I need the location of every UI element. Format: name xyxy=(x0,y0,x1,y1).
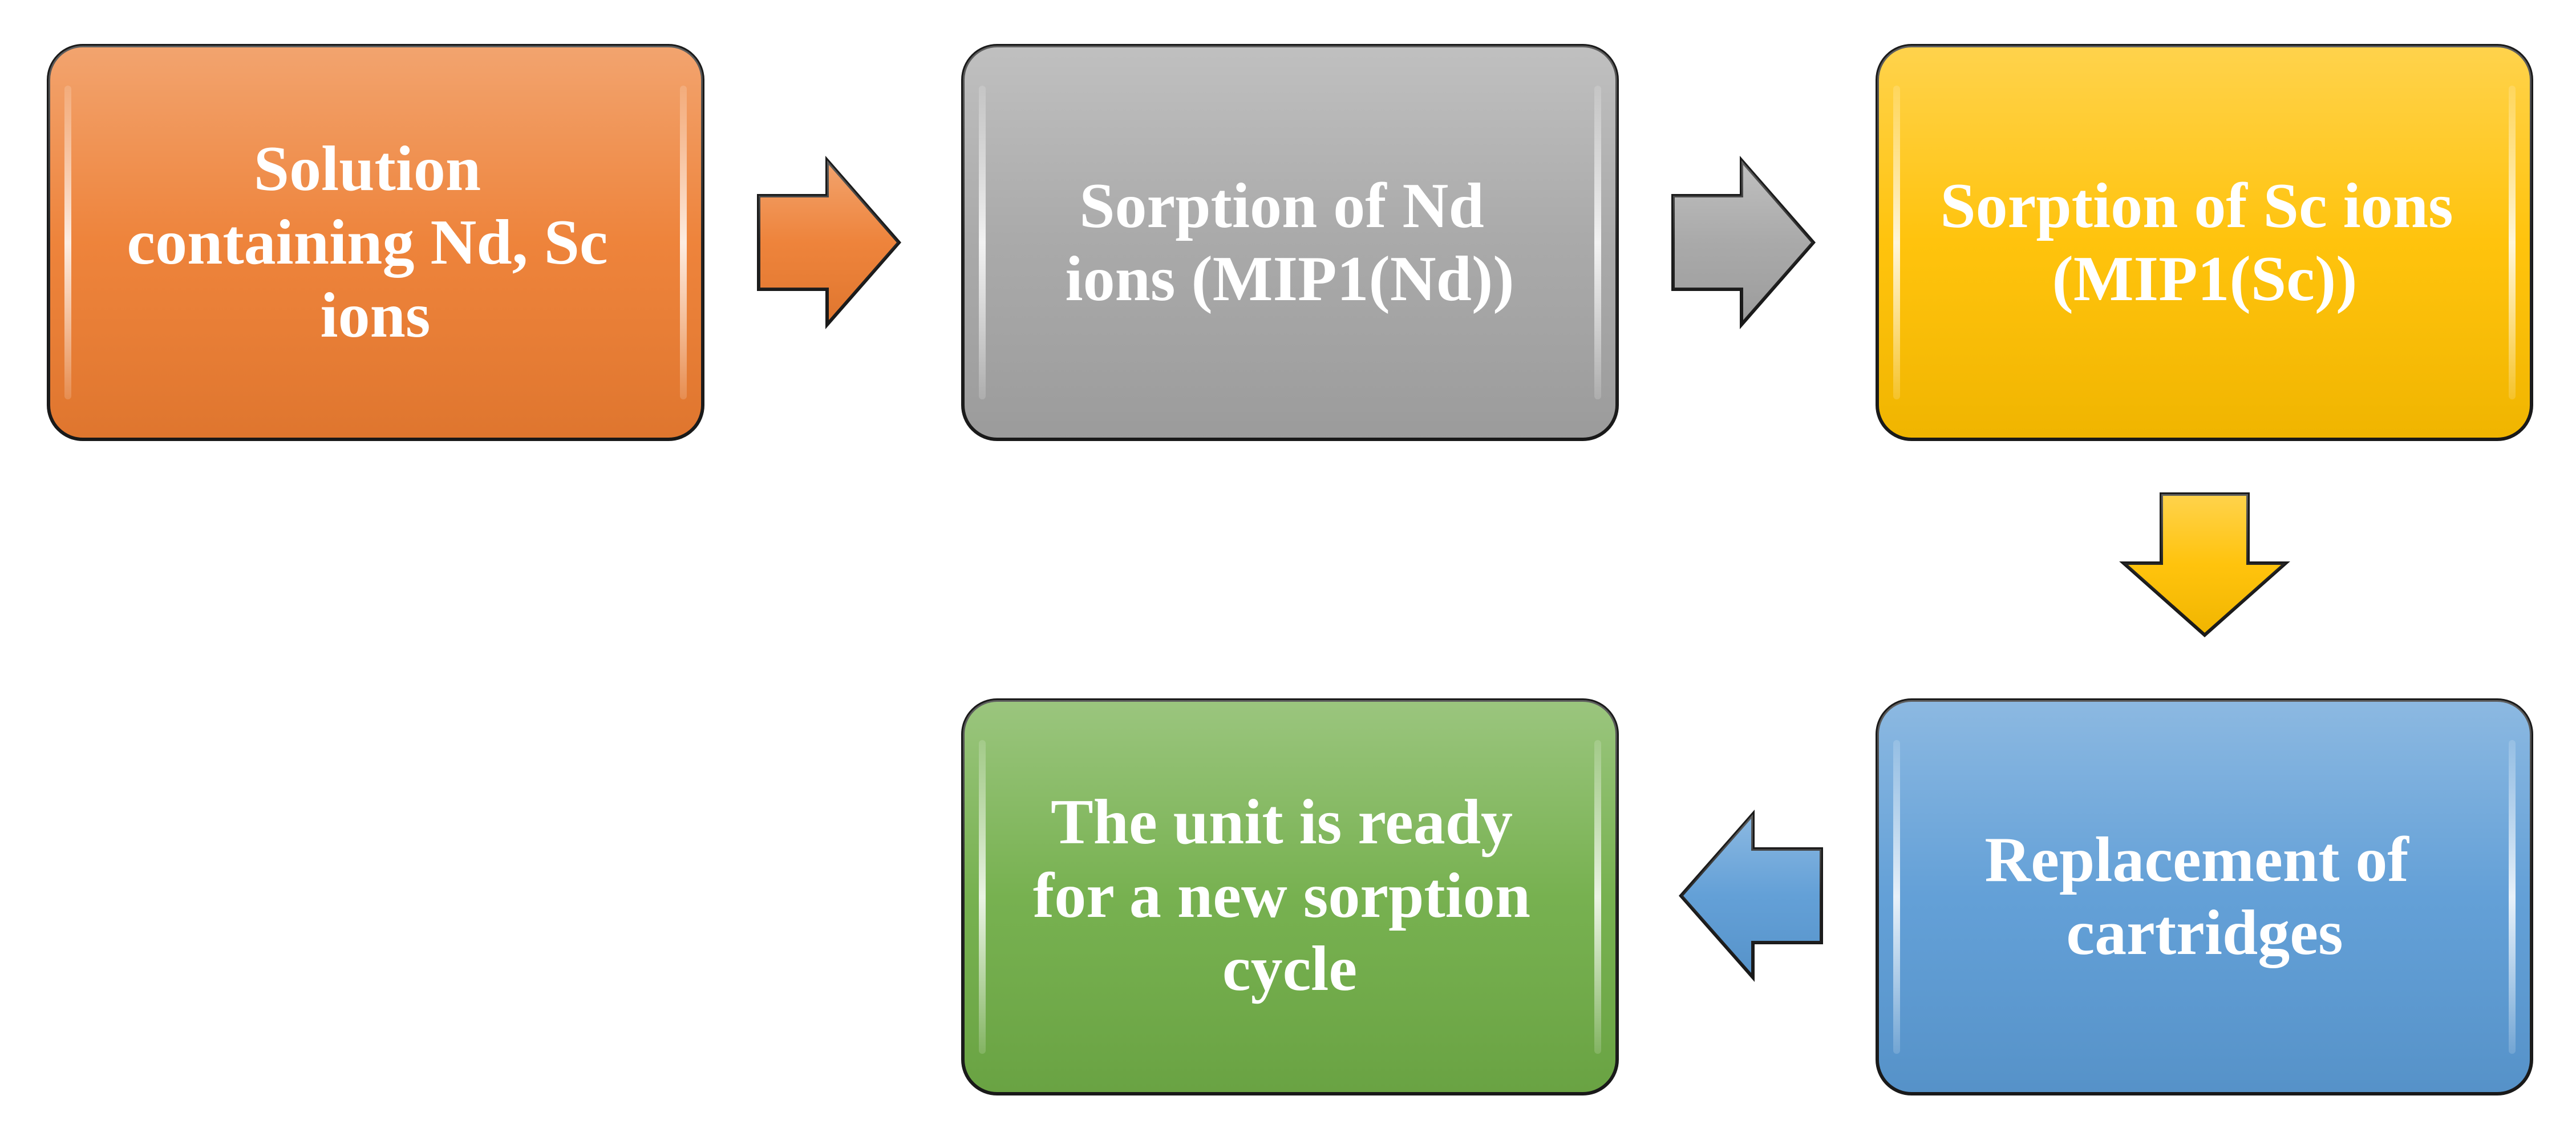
arrow-1-2 xyxy=(757,156,901,329)
step-solution-label: Solution containing Nd, Sc ions xyxy=(127,134,623,351)
step-nd-sorption-label: Sorption of Nd ions (MIP1(Nd)) xyxy=(1065,171,1514,314)
arrow-4-5-gloss xyxy=(1681,814,1821,977)
arrow-3-4-gloss xyxy=(2124,494,2286,635)
arrow-3-4 xyxy=(2119,492,2290,638)
step-replacement-label: Replacement of cartridges xyxy=(1984,824,2424,968)
step-sc-sorption-box: Sorption of Sc ions (MIP1(Sc)) xyxy=(1876,44,2533,441)
step-replacement-box: Replacement of cartridges xyxy=(1876,698,2533,1095)
arrow-4-5 xyxy=(1679,810,1823,982)
arrow-1-2-gloss xyxy=(759,160,899,325)
step-solution-box: Solution containing Nd, Sc ions xyxy=(47,44,704,441)
step-unit-ready-label: The unit is ready for a new sorption cyc… xyxy=(1033,787,1546,1004)
step-sc-sorption-label: Sorption of Sc ions (MIP1(Sc)) xyxy=(1940,171,2469,314)
step-unit-ready-box: The unit is ready for a new sorption cyc… xyxy=(961,698,1619,1095)
arrow-2-3 xyxy=(1671,156,1816,329)
step-nd-sorption-box: Sorption of Nd ions (MIP1(Nd)) xyxy=(961,44,1619,441)
arrow-2-3-gloss xyxy=(1673,160,1813,325)
